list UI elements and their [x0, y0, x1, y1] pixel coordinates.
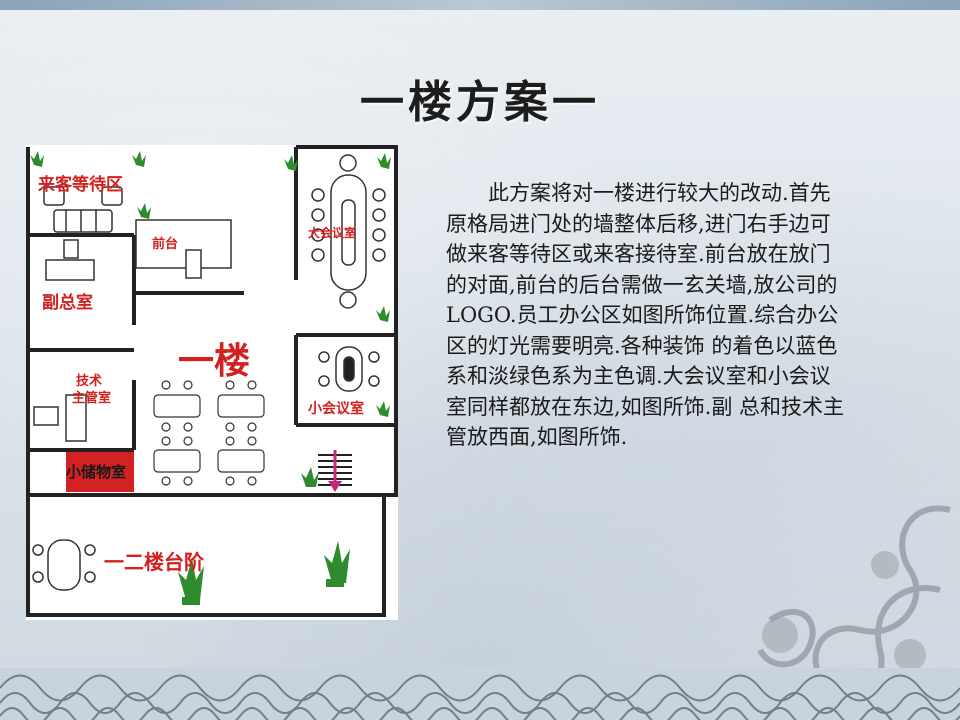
label-waiting-area: 来客等待区: [37, 174, 123, 195]
plant-icons: [30, 151, 391, 605]
front-desk: [135, 219, 232, 279]
label-front-desk: 前台: [152, 236, 178, 252]
plant-icon: [301, 467, 319, 487]
large-meeting-table: [311, 154, 386, 309]
storage-room: [66, 452, 134, 492]
label-tech-manager-2: 主管室: [72, 390, 111, 406]
slide-title: 一楼方案一: [360, 77, 600, 128]
plant-icon: [137, 203, 151, 219]
plant-icon: [376, 306, 390, 322]
label-large-meeting: 大会议室: [308, 225, 356, 240]
plant-icon: [377, 153, 391, 169]
plant-icon: [132, 151, 146, 167]
label-vice-gm: 副总室: [42, 292, 93, 313]
wave-border-decoration: [0, 668, 960, 720]
vice-gm-desk: [45, 239, 95, 281]
label-stairs: 一二楼台阶: [104, 550, 205, 574]
stairs: [318, 450, 352, 492]
plant-icon: [324, 541, 350, 583]
small-meeting-table: [318, 346, 380, 392]
floor-plan: 来客等待区 前台 副总室 一楼 技术 主管室 小储物室 大会议室 小会议室 一二…: [26, 145, 398, 620]
description-paragraph: 此方案将对一楼进行较大的改动.首先原格局进门处的墙整体后移,进门右手边可做来客等…: [446, 181, 845, 449]
plant-icon: [376, 401, 390, 417]
label-small-meeting: 小会议室: [308, 400, 364, 417]
stair-area-table: [32, 539, 96, 591]
label-floor-name: 一楼: [178, 341, 250, 382]
plant-icon: [178, 558, 204, 600]
label-tech-manager-1: 技术: [76, 373, 102, 389]
workstations: [153, 380, 265, 486]
waiting-sofa: [43, 186, 123, 233]
tech-manager-desk: [33, 394, 87, 442]
plant-icon: [284, 155, 298, 171]
label-storage: 小储物室: [66, 463, 126, 481]
plant-icon: [30, 151, 44, 167]
top-decorative-strip: [0, 0, 960, 10]
